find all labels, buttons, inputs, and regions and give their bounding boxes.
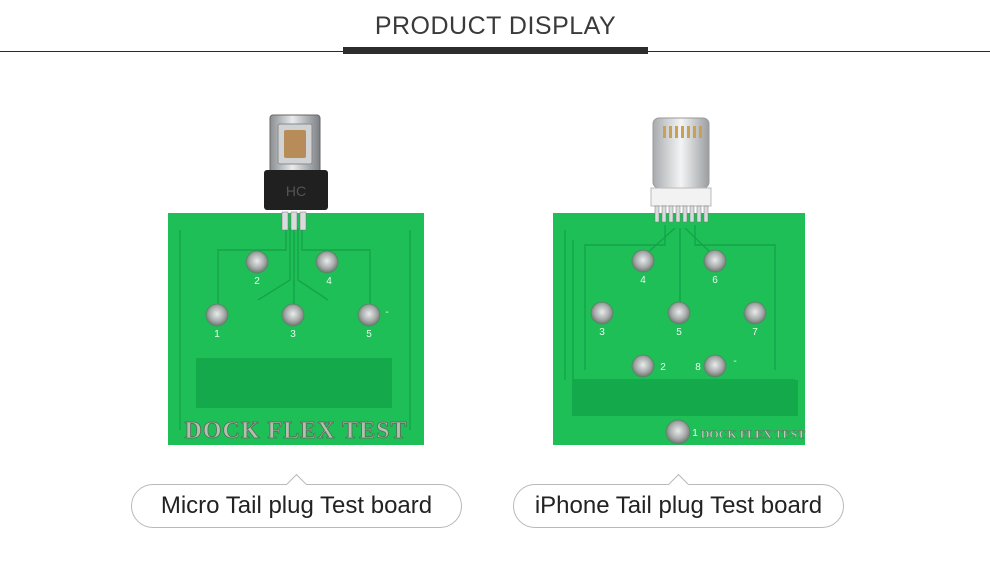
pad-label: 3 bbox=[599, 327, 605, 338]
caption-text: iPhone Tail plug Test board bbox=[534, 492, 823, 519]
pad-label: 7 bbox=[752, 327, 758, 338]
board-text: DOCK FLEX TEST bbox=[701, 427, 805, 441]
pad-label: 1 bbox=[214, 329, 220, 340]
minus-mark: - bbox=[385, 307, 388, 318]
pad-label: 5 bbox=[676, 327, 682, 338]
lightning-connector-icon bbox=[650, 117, 712, 207]
pad-label: 3 bbox=[290, 329, 296, 340]
pad-label: 1 bbox=[692, 428, 698, 439]
minus-mark: - bbox=[733, 356, 736, 367]
pad-label: 2 bbox=[660, 362, 666, 373]
pad-label: 5 bbox=[366, 329, 372, 340]
pad-label: 2 bbox=[254, 276, 260, 287]
header-accent-bar bbox=[343, 47, 648, 54]
iphone-board-caption: iPhone Tail plug Test board bbox=[513, 473, 844, 528]
micro-test-board-image: HC 2 4 1 3 5 - DOCK FLEX TEST bbox=[168, 114, 424, 445]
page-title: PRODUCT DISPLAY bbox=[374, 12, 617, 40]
test-pads bbox=[205, 250, 381, 327]
micro-board-caption: Micro Tail plug Test board bbox=[131, 473, 462, 528]
board-text: DOCK FLEX TEST bbox=[185, 418, 408, 444]
pad-label: 4 bbox=[640, 275, 646, 286]
test-pads bbox=[590, 249, 767, 445]
caption-text: Micro Tail plug Test board bbox=[160, 492, 433, 519]
pad-label: 4 bbox=[326, 276, 332, 287]
pad-label: 6 bbox=[712, 275, 718, 286]
connector-label: HC bbox=[286, 183, 306, 199]
pad-label: 8 bbox=[695, 362, 701, 373]
iphone-test-board-image: 4 6 3 5 7 2 8 1 - DOCK FLEX TEST bbox=[553, 117, 805, 445]
micro-usb-connector-icon: HC bbox=[264, 114, 328, 210]
